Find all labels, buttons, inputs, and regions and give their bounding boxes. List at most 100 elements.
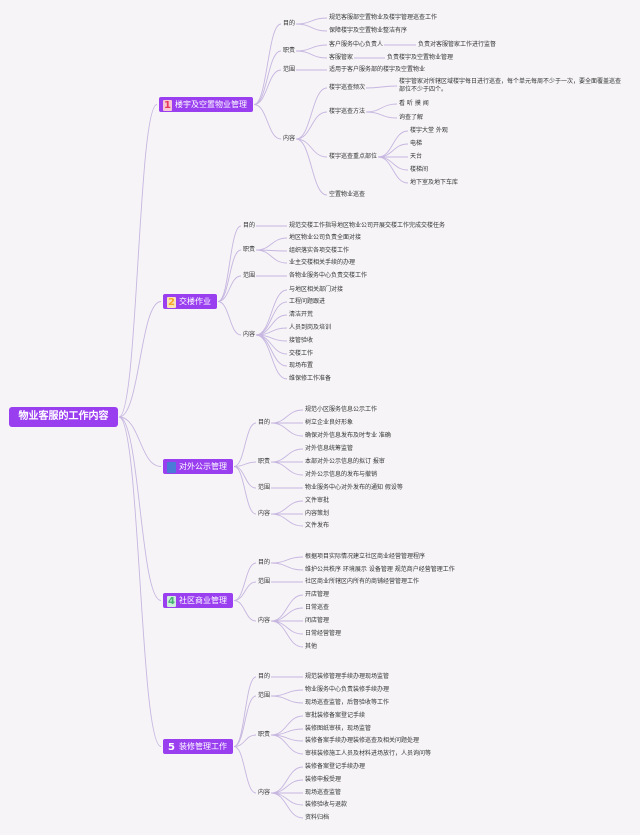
- s3-purpose-item-3[interactable]: 确保对外信息发布及时专业 准确: [305, 432, 391, 439]
- s1-key-area-3[interactable]: 天台: [410, 153, 423, 160]
- connector-0: [118, 104, 158, 418]
- connector-80: [270, 734, 304, 755]
- s1-content-inspect-frequency-desc[interactable]: 楼宇管家对所辖区域楼宇每日进行巡查，每个单元每周不少于一次，要全面覆盖巡查部位不…: [399, 78, 622, 93]
- s5-group-duty[interactable]: 职责: [258, 731, 271, 738]
- s1-purpose-item-2[interactable]: 保障楼宇及空置物业整洁有序: [329, 27, 408, 34]
- s3-purpose-item-1[interactable]: 规范小区服务信息公示工作: [305, 406, 378, 413]
- s2-content-item-4[interactable]: 人员到岗及培训: [289, 324, 332, 331]
- s3-duty-item-2[interactable]: 本部对外公示信息的拟订 报审: [305, 458, 385, 465]
- s3-group-scope[interactable]: 范围: [258, 484, 271, 491]
- s5-duty-item-4[interactable]: 审核装修施工人员及材料进场放行，人员询问等: [305, 750, 432, 757]
- s5-content-item-2[interactable]: 装修申报受理: [305, 776, 342, 783]
- s2-group-purpose[interactable]: 目的: [243, 222, 256, 229]
- s1-key-area-1[interactable]: 楼宇大堂 外观: [410, 127, 448, 134]
- s5-group-purpose[interactable]: 目的: [258, 673, 271, 680]
- s2-content-item-1[interactable]: 与地区相关部门对接: [289, 286, 344, 293]
- s5-scope-item-1[interactable]: 物业服务中心负责装修手续办理: [305, 686, 390, 693]
- s2-content-item-5[interactable]: 接管验收: [289, 337, 314, 344]
- s2-content-item-2[interactable]: 工程问题跟进: [289, 298, 326, 305]
- s4-scope-item-1[interactable]: 社区商业所辖区内所有的商铺经营管理工作: [305, 578, 420, 585]
- connector-52: [270, 448, 304, 463]
- s5-group-scope[interactable]: 范围: [258, 692, 271, 699]
- s3-group-content[interactable]: 内容: [258, 510, 271, 517]
- s2-purpose-item-1[interactable]: 规范交楼工作指导地区物业公司开展交楼工作完成交楼任务: [289, 222, 446, 229]
- s1-group-purpose[interactable]: 目的: [283, 20, 296, 27]
- s2-duty-item-1[interactable]: 地区物业公司负责全面对接: [289, 234, 362, 241]
- s1-group-scope[interactable]: 范围: [283, 66, 296, 73]
- s5-group-content[interactable]: 内容: [258, 789, 271, 796]
- s2-group-duty[interactable]: 职责: [243, 246, 256, 253]
- s1-duty-item-2[interactable]: 客服管家: [329, 54, 354, 61]
- connector-23: [377, 130, 409, 158]
- s3-content-item-2[interactable]: 内容策划: [305, 510, 330, 517]
- s4-purpose-item-2[interactable]: 维护公共秩序 环境展示 设备管理 规范商户经营管理工作: [305, 566, 455, 573]
- connector-71: [233, 695, 257, 747]
- connector-29: [217, 249, 242, 302]
- s2-group-scope[interactable]: 范围: [243, 272, 256, 279]
- s1-group-duty[interactable]: 职责: [283, 47, 296, 54]
- s4-group-purpose[interactable]: 目的: [258, 559, 271, 566]
- s2-duty-item-3[interactable]: 业主交楼相关手续的办理: [289, 259, 356, 266]
- s5-scope-item-2[interactable]: 现场巡查监管，后督验收等工作: [305, 699, 390, 706]
- s4-content-item-5[interactable]: 其他: [305, 643, 318, 650]
- s3-content-item-3[interactable]: 文件发布: [305, 522, 330, 529]
- s4-content-item-2[interactable]: 日常巡查: [305, 604, 330, 611]
- s4-group-scope[interactable]: 范围: [258, 578, 271, 585]
- s4-purpose-item-1[interactable]: 根据项目实际情况建立社区商业经营管理程序: [305, 553, 426, 560]
- s1-purpose-item-1[interactable]: 规范客服部空置物业及楼宇管理巡查工作: [329, 14, 438, 21]
- s2-duty-item-2[interactable]: 组织落实各项交楼工作: [289, 247, 350, 254]
- s1-duty-item-1[interactable]: 客户服务中心负责人: [329, 41, 384, 48]
- connector-49: [270, 409, 304, 424]
- s5-content-item-4[interactable]: 装修验收与退款: [305, 801, 348, 808]
- s1-duty-item-2-desc[interactable]: 负责楼宇及空置物业管理: [387, 54, 454, 61]
- connector-82: [270, 779, 304, 794]
- connector-17: [295, 111, 328, 140]
- s1-key-area-5[interactable]: 地下室及地下车库: [410, 179, 459, 186]
- s4-group-content[interactable]: 内容: [258, 617, 271, 624]
- s1-group-content[interactable]: 内容: [283, 135, 296, 142]
- s5-duty-item-3[interactable]: 装修备案手续办理装修巡查及相关问题处理: [305, 737, 420, 744]
- s2-content-item-6[interactable]: 交楼工作: [289, 350, 314, 357]
- s2-group-content[interactable]: 内容: [243, 331, 256, 338]
- s3-duty-item-3[interactable]: 对外公示信息的发布与撤销: [305, 471, 378, 478]
- s3-purpose-item-2[interactable]: 树立企业良好形象: [305, 419, 354, 426]
- s1-method-sub-1[interactable]: 看 听 摸 闻: [399, 100, 429, 107]
- section-number-3: 3: [167, 462, 176, 473]
- s2-content-item-3[interactable]: 清洁开荒: [289, 311, 314, 318]
- s5-duty-item-1[interactable]: 审批装修备案登记手续: [305, 712, 366, 719]
- s3-group-duty[interactable]: 职责: [258, 458, 271, 465]
- s1-content-inspect-frequency[interactable]: 楼宇巡查频次: [329, 84, 366, 91]
- s1-content-key-areas[interactable]: 楼宇巡查重点部位: [329, 153, 378, 160]
- s3-content-item-1[interactable]: 文件审批: [305, 497, 330, 504]
- s3-scope-item-1[interactable]: 物业服务中心对外发布的通知 假设等: [305, 484, 403, 491]
- s1-duty-item-1-desc[interactable]: 负责对客服管家工作进行监督: [418, 41, 497, 48]
- s5-content-item-5[interactable]: 资料归档: [305, 814, 330, 821]
- s4-content-item-3[interactable]: 闭店管理: [305, 617, 330, 624]
- connector-54: [270, 461, 304, 476]
- s1-key-area-4[interactable]: 楼梯间: [410, 166, 429, 173]
- s4-content-item-1[interactable]: 开店管理: [305, 591, 330, 598]
- s3-duty-item-1[interactable]: 对外信息统筹监管: [305, 445, 354, 452]
- root-node[interactable]: 物业客服的工作内容: [9, 407, 118, 427]
- s1-content-inspect-method[interactable]: 楼宇巡查方法: [329, 108, 366, 115]
- s1-method-sub-2[interactable]: 询查了解: [399, 114, 424, 121]
- connector-51: [270, 422, 304, 437]
- s1-scope-item-1[interactable]: 适用于客户服务部的楼宇及空置物业: [329, 66, 426, 73]
- s1-content-vacant-inspection[interactable]: 空置物业巡查: [329, 191, 366, 198]
- s5-purpose-item-1[interactable]: 规范装修管理手续办理现场监管: [305, 673, 390, 680]
- s5-content-item-3[interactable]: 现场巡查监管: [305, 789, 342, 796]
- s4-content-item-4[interactable]: 日常经营管理: [305, 630, 342, 637]
- s2-content-item-8[interactable]: 维保修工作准备: [289, 375, 332, 382]
- s2-content-item-7[interactable]: 现场布置: [289, 362, 314, 369]
- s2-scope-item-1[interactable]: 各物业服务中心负责交楼工作: [289, 272, 368, 279]
- s5-content-item-1[interactable]: 装修备案登记手续办理: [305, 763, 366, 770]
- s1-key-area-2[interactable]: 电梯: [410, 140, 423, 147]
- s3-group-purpose[interactable]: 目的: [258, 419, 271, 426]
- connector-3: [118, 416, 162, 601]
- s5-duty-item-2[interactable]: 装修图纸审核，现场监管: [305, 725, 372, 732]
